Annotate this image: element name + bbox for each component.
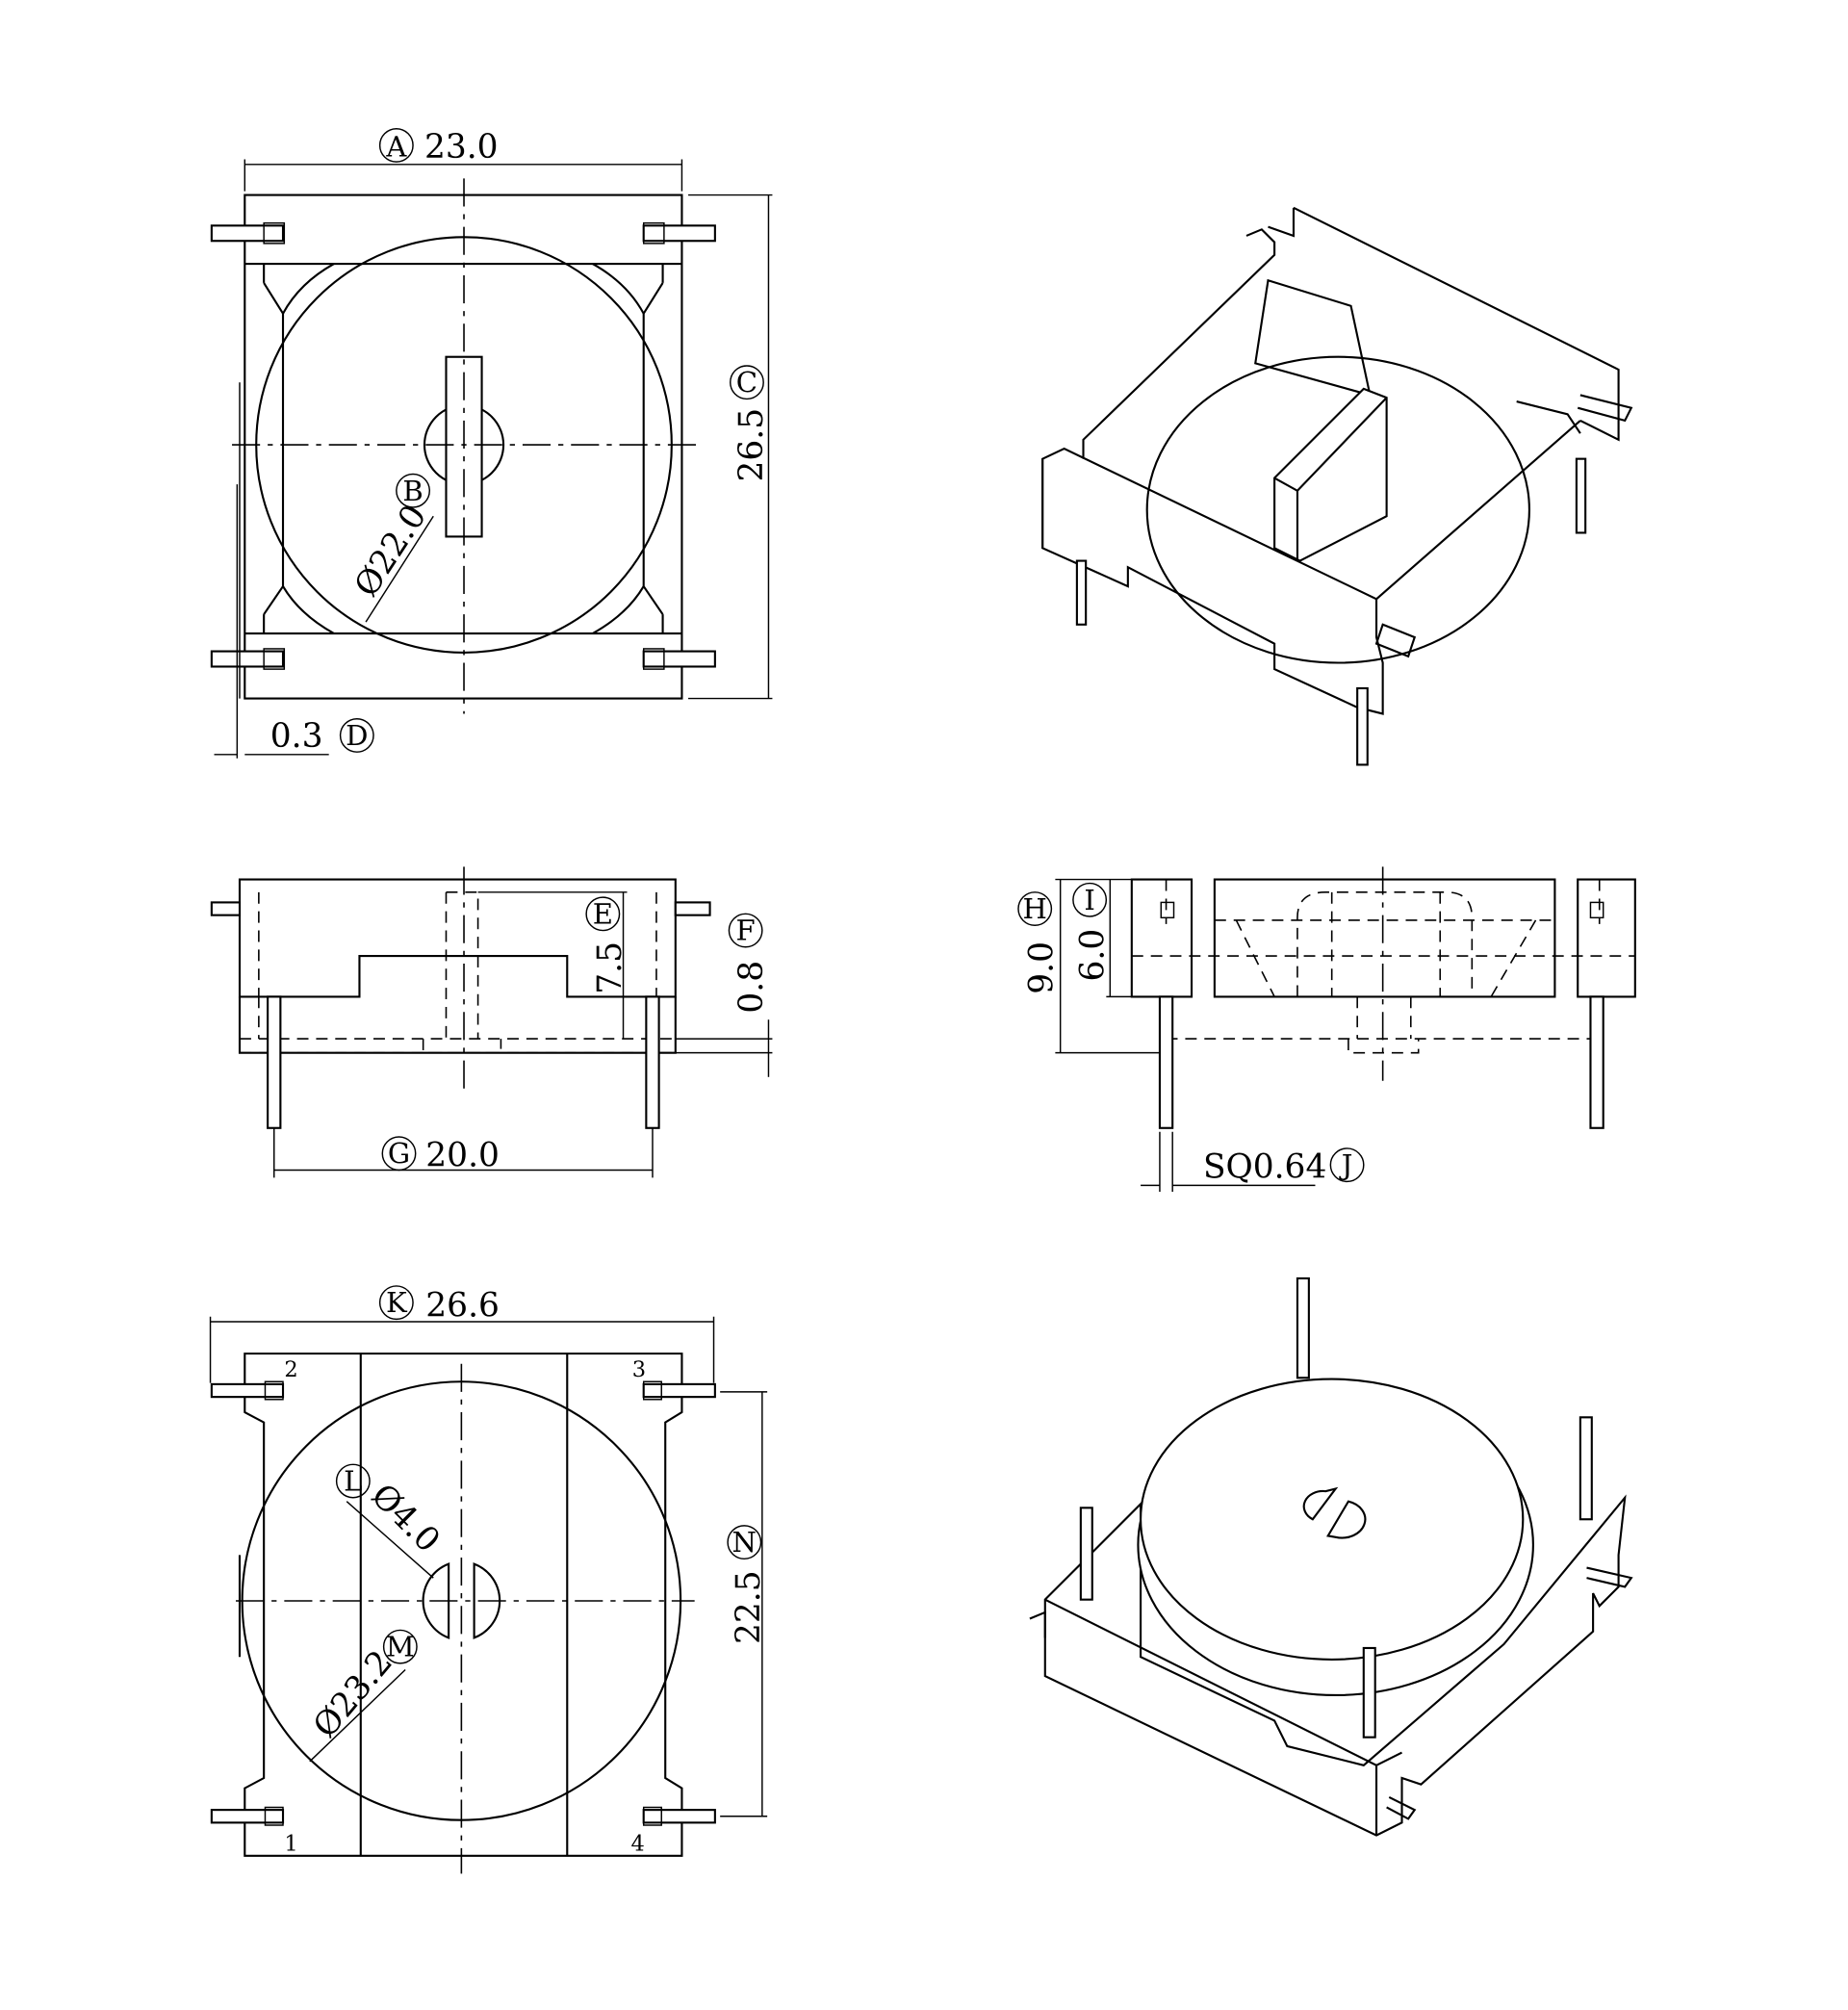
dim-B-label: B (402, 475, 423, 507)
pin-number-1: 1 (284, 1831, 297, 1856)
pin-number-4: 4 (630, 1831, 644, 1856)
dim-C-label: C (736, 366, 757, 399)
pin (210, 221, 286, 245)
dim-H-value: 9.0 (1023, 941, 1062, 994)
dim-I-label: I (1084, 884, 1095, 916)
dim-N-label: N (732, 1526, 757, 1559)
dim-A-label: A (385, 130, 407, 163)
dim-B-value: Ø22.0 (347, 498, 435, 604)
dim-D-label: D (346, 719, 368, 752)
isometric-view-top (1041, 206, 1633, 766)
dim-L-value: Ø4.0 (364, 1477, 448, 1560)
dim-D-value: 0.3 (270, 717, 323, 756)
dim-E-value: 7.5 (591, 941, 629, 994)
pin (642, 1380, 716, 1401)
pin (210, 1806, 285, 1826)
isometric-view-bottom (1029, 1276, 1633, 1837)
dim-A-value: 23.0 (424, 128, 499, 167)
side-view-front: E 7.5 F 0.8 G 20.0 (210, 866, 773, 1178)
dim-C-value: 26.5 (732, 408, 771, 482)
pin (210, 648, 286, 670)
dim-J-value: SQ0.64 (1203, 1147, 1326, 1186)
pin-number-3: 3 (632, 1357, 646, 1382)
dim-M-value: Ø23.2 (306, 1643, 400, 1745)
pin (642, 1806, 716, 1826)
bottom-view: 2 3 1 4 K 26.6 N 22.5 L Ø4.0 M Ø23.2 (209, 1285, 768, 1874)
top-view: A 23.0 C 26.5 B Ø22.0 0.3 D (210, 127, 773, 759)
dim-E-label: E (593, 897, 613, 930)
dim-F-value: 0.8 (732, 961, 771, 1014)
pin (642, 221, 716, 245)
dim-K-value: 26.6 (425, 1287, 500, 1326)
dim-H-label: H (1022, 892, 1046, 925)
pin (210, 1380, 285, 1401)
dim-N-value: 22.5 (730, 1570, 768, 1644)
side-view-side: H 9.0 I 6.0 SQ0.64 J (1017, 866, 1636, 1192)
dim-M-label: M (386, 1631, 415, 1663)
dim-F-label: F (736, 915, 756, 947)
pin-number-2: 2 (284, 1357, 297, 1382)
pin (642, 648, 716, 670)
dim-G-value: 20.0 (425, 1136, 500, 1174)
dim-I-value: 6.0 (1074, 929, 1113, 982)
dim-J-label: J (1339, 1148, 1353, 1181)
dim-K-label: K (386, 1286, 408, 1319)
dim-L-label: L (344, 1465, 362, 1498)
dim-G-label: G (388, 1137, 410, 1170)
